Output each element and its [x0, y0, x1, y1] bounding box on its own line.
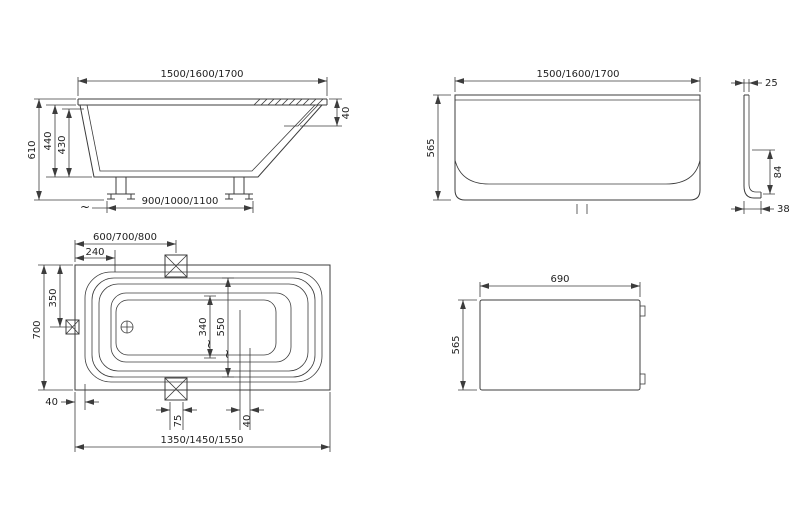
ext-line	[239, 310, 251, 430]
profile-caps	[744, 94, 762, 198]
rim-lines	[77, 98, 328, 106]
panel-center-marks	[576, 204, 588, 214]
side-rim-depth-label: 40	[341, 107, 352, 120]
backrest-ledge-line	[284, 104, 319, 127]
ext-line	[752, 149, 775, 195]
profile-thickness-label: 25	[765, 78, 778, 89]
dim-drain-offset: 240	[75, 247, 116, 272]
floor-inset-label: 40	[242, 415, 253, 428]
basin-top-contour	[98, 283, 309, 372]
dim-flange: 40	[45, 384, 99, 410]
bracket-bottom-cross	[164, 377, 188, 401]
side-height-inner-label: 430	[57, 135, 68, 154]
panel-height-label: 565	[426, 138, 437, 157]
dim-floor-width: ~ 340	[198, 295, 216, 359]
front-panel-outline	[454, 94, 701, 214]
dim-plan-base-length: 1350/1450/1550	[74, 392, 331, 452]
side-height-total-label: 610	[27, 140, 38, 159]
side-panel-height-label: 565	[451, 335, 462, 354]
bracket-top-cross	[164, 254, 188, 278]
dim-panel-height: 565	[426, 94, 451, 201]
panel-length-label: 1500/1600/1700	[536, 69, 619, 80]
profile-foot-height-label: 84	[773, 166, 784, 179]
side-panel-view: 690 565	[451, 274, 646, 391]
rim-inner-contour	[91, 277, 316, 378]
bracket-bottom	[164, 377, 188, 401]
inner-width-label: 550	[216, 317, 227, 336]
dim-side-height-inner: 430	[57, 108, 84, 177]
side-panel-tab-bottom	[639, 373, 646, 385]
shell-inner-line	[86, 104, 316, 172]
side-height-outer-label: 440	[43, 131, 54, 150]
ext-line	[743, 79, 750, 92]
tub-plan-outline	[65, 254, 331, 401]
basin-mid-contour	[110, 292, 292, 363]
side-view: 1500/1600/1700 610 440 430 40 ~ 900/100	[27, 69, 352, 214]
ext-line	[38, 264, 73, 391]
ext-line	[74, 392, 331, 452]
dim-side-panel-height: 565	[451, 299, 477, 391]
profile-inner-line	[748, 95, 761, 193]
plan-view: 600/700/800 240 350 700 ~ 340 ~ 5	[32, 232, 331, 452]
dim-profile-foot-depth: 38	[731, 201, 790, 215]
dim-floor-inset: 40	[226, 310, 264, 430]
panel-recess-line	[454, 159, 701, 185]
profile-foot-depth-label: 38	[777, 204, 790, 215]
dim-side-height-total: 610	[27, 98, 104, 201]
shell-outer-line	[79, 104, 323, 178]
right-leg	[225, 177, 253, 200]
bracket-top	[164, 254, 188, 278]
panel-profile-section	[743, 94, 762, 199]
bracket-inset-label: 75	[173, 415, 184, 428]
dim-half-width: 350	[48, 265, 73, 328]
dim-side-rim-depth: 40	[300, 98, 352, 127]
flange-label: 40	[45, 397, 58, 408]
approx-symbol: ~	[202, 339, 216, 349]
dim-panel-length: 1500/1600/1700	[454, 69, 701, 92]
dim-side-base-length: ~ 900/1000/1100	[80, 196, 254, 214]
side-base-length-label: 900/1000/1100	[142, 196, 219, 207]
side-panel-tab-top	[639, 305, 646, 317]
plan-outer-rect	[74, 264, 331, 391]
approx-symbol: ~	[220, 349, 234, 359]
side-panel-face	[479, 299, 641, 391]
dim-inner-width: ~ 550	[216, 277, 234, 378]
side-length-label: 1500/1600/1700	[160, 69, 243, 80]
rim-hatch-lines	[253, 98, 324, 106]
left-leg	[107, 177, 135, 200]
approx-symbol: ~	[80, 200, 90, 214]
ext-line	[169, 402, 184, 430]
tub-side-outline	[77, 98, 328, 200]
plan-base-length-label: 1350/1450/1550	[160, 435, 243, 446]
basin-floor-contour	[115, 299, 277, 356]
dim-bracket-inset: 75	[156, 402, 197, 430]
half-width-label: 350	[48, 288, 59, 307]
floor-width-label: 340	[198, 317, 209, 336]
ext-line	[743, 201, 762, 214]
bracket-offset-label: 600/700/800	[93, 232, 157, 243]
rim-outer-contour	[84, 271, 323, 383]
side-panel-width-label: 690	[550, 274, 569, 285]
dim-width: 700	[32, 264, 73, 391]
front-panel-view: 1500/1600/1700 565 25 84 38	[426, 69, 790, 215]
dim-profile-thickness: 25	[731, 78, 778, 92]
dim-side-length: 1500/1600/1700	[77, 69, 328, 96]
drain-offset-label: 240	[85, 247, 104, 258]
profile-outer-line	[743, 95, 761, 199]
panel-face	[454, 94, 701, 201]
dim-profile-foot-height: 84	[752, 149, 784, 195]
side-panel-outline	[479, 299, 646, 391]
width-label: 700	[32, 320, 43, 339]
drain-cross	[121, 321, 133, 333]
dim-side-panel-width: 690	[479, 274, 641, 297]
